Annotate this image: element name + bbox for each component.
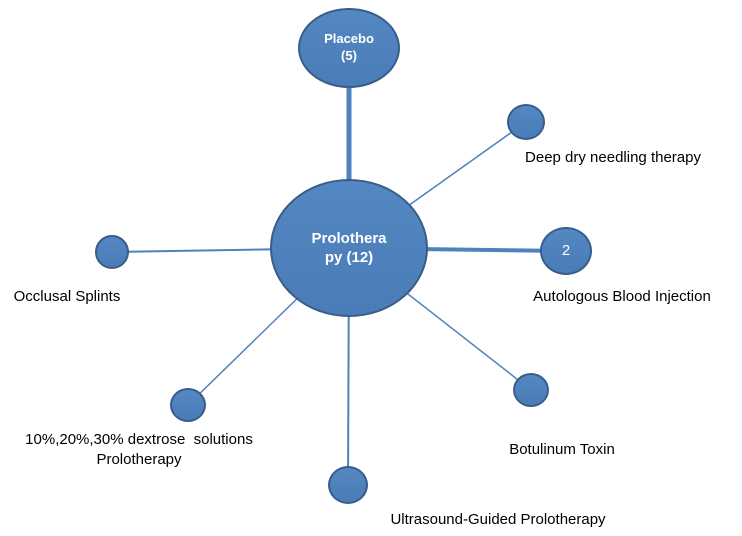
node-label-dextrose-solutions-prolotherapy: 10%,20%,30% dextrose solutions Prolother… bbox=[25, 431, 253, 468]
node-label-ultrasound-guided-prolotherapy: Ultrasound-Guided Prolotherapy bbox=[390, 511, 606, 529]
node-text-autologous-blood-injection: 2 bbox=[561, 242, 571, 260]
node-prolotherapy: Prolothera py (12) bbox=[270, 179, 428, 317]
node-botulinum-toxin bbox=[513, 373, 549, 407]
node-text-placebo: Placebo (5) bbox=[324, 31, 374, 63]
node-label-deep-dry-needling-therapy: Deep dry needling therapy bbox=[525, 149, 701, 167]
node-label-occlusal-splints: Occlusal Splints bbox=[13, 288, 121, 306]
node-label-botulinum-toxin: Botulinum Toxin bbox=[509, 441, 615, 459]
node-deep-dry-needling-therapy bbox=[507, 104, 545, 140]
node-placebo: Placebo (5) bbox=[298, 8, 400, 88]
node-text-prolotherapy: Prolothera py (12) bbox=[311, 229, 387, 267]
node-ultrasound-guided-prolotherapy bbox=[328, 466, 368, 504]
node-dextrose-solutions-prolotherapy bbox=[170, 388, 206, 422]
node-label-autologous-blood-injection: Autologous Blood Injection bbox=[533, 288, 711, 306]
node-occlusal-splints bbox=[95, 235, 129, 269]
node-autologous-blood-injection: 2 bbox=[540, 227, 592, 275]
